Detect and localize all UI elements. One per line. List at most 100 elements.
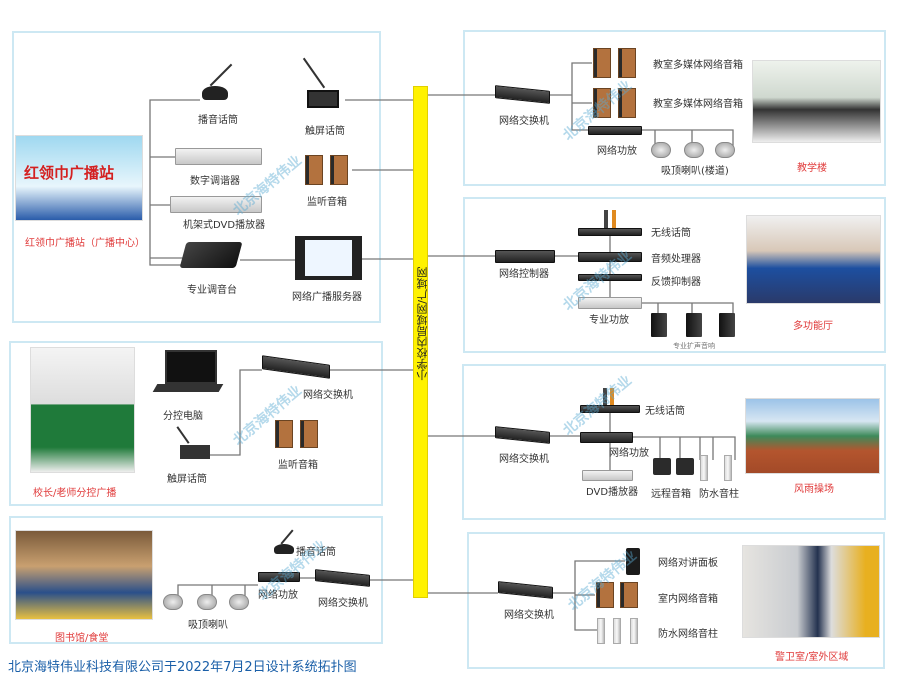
network-controller-icon bbox=[495, 250, 555, 263]
location-label: 校长/老师分控广播 bbox=[33, 488, 117, 499]
classroom-photo bbox=[752, 60, 881, 143]
ceiling-speaker-label: 吸顶喇叭(楼道) bbox=[661, 166, 729, 177]
audio-processor-label: 音频处理器 bbox=[651, 254, 701, 265]
touch-mic-icon bbox=[295, 55, 345, 110]
broadcast-mic-icon bbox=[272, 528, 298, 556]
wireless-mic-icon bbox=[580, 405, 640, 413]
photo-title: 红领巾广播站 bbox=[24, 164, 115, 182]
network-server-label: 网络广播服务器 bbox=[292, 292, 362, 303]
digital-tuner-icon bbox=[175, 148, 262, 165]
dvd-player-label: DVD播放器 bbox=[586, 487, 639, 498]
monitor-speaker-icon bbox=[305, 155, 323, 185]
ceiling-speaker-icon bbox=[651, 142, 671, 158]
pro-amp-icon bbox=[578, 297, 642, 309]
intercom-panel-icon bbox=[626, 548, 640, 575]
monitor-speaker-label: 监听音箱 bbox=[278, 460, 318, 471]
location-label: 红领巾广播站（广播中心） bbox=[25, 238, 145, 249]
classroom-speaker-icon bbox=[618, 88, 636, 118]
mixer-icon bbox=[179, 242, 243, 268]
monitor-speaker-icon bbox=[275, 420, 293, 448]
indoor-speaker-label: 室内网络音箱 bbox=[658, 594, 718, 605]
indoor-speaker-icon bbox=[596, 582, 614, 608]
pro-amp-label: 专业功放 bbox=[589, 315, 629, 326]
column-speaker-icon bbox=[724, 455, 732, 481]
network-amp-label: 网络功放 bbox=[597, 146, 637, 157]
horn-speaker-label: 远程音箱 bbox=[651, 489, 691, 500]
monitor-speaker-label: 监听音箱 bbox=[307, 197, 347, 208]
column-speaker-label: 防水音柱 bbox=[699, 489, 739, 500]
touch-mic-label: 触屏话筒 bbox=[305, 126, 345, 137]
monitor-speaker-icon bbox=[330, 155, 348, 185]
mic-handle-icon bbox=[604, 210, 608, 228]
column-speaker-icon bbox=[597, 618, 605, 644]
hall-photo bbox=[746, 215, 881, 304]
wireless-mic-icon bbox=[578, 228, 642, 236]
ceiling-speaker-icon bbox=[197, 594, 217, 610]
wireless-mic-label: 无线话筒 bbox=[651, 228, 691, 239]
network-controller-label: 网络控制器 bbox=[499, 269, 549, 280]
column-speaker-label: 防水网络音柱 bbox=[658, 629, 718, 640]
monitor-speaker-icon bbox=[300, 420, 318, 448]
audio-processor-icon bbox=[578, 252, 642, 262]
ceiling-speaker-icon bbox=[163, 594, 183, 610]
touch-mic-icon bbox=[170, 425, 215, 461]
pc-label: 分控电脑 bbox=[163, 411, 203, 422]
broadcast-station-photo: 红领巾广播站 bbox=[15, 135, 143, 221]
mic-handle-icon bbox=[610, 388, 614, 405]
location-label: 风雨操场 bbox=[794, 484, 834, 495]
location-label: 教学楼 bbox=[797, 163, 827, 174]
classroom-speaker-icon bbox=[593, 88, 611, 118]
laptop-icon bbox=[165, 350, 217, 384]
network-switch-label: 网络交换机 bbox=[318, 598, 368, 609]
feedback-suppressor-icon bbox=[578, 274, 642, 281]
gym-photo bbox=[745, 398, 880, 474]
mixer-label: 专业调音台 bbox=[187, 285, 237, 296]
broadcast-mic-icon bbox=[200, 60, 233, 106]
wireless-mic-label: 无线话筒 bbox=[645, 406, 685, 417]
ceiling-speaker-icon bbox=[684, 142, 704, 158]
network-amp-label: 网络功放 bbox=[258, 590, 298, 601]
principal-photo bbox=[30, 347, 135, 473]
touch-mic-label: 触屏话筒 bbox=[167, 474, 207, 485]
broadcast-mic-label: 播音话筒 bbox=[198, 115, 238, 126]
network-amp-icon bbox=[580, 432, 633, 443]
mic-handle-icon bbox=[612, 210, 616, 228]
location-label: 图书馆/食堂 bbox=[55, 633, 109, 644]
network-switch-label: 网络交换机 bbox=[504, 610, 554, 621]
pro-speaker-icon bbox=[651, 313, 667, 337]
location-label: 多功能厅 bbox=[793, 321, 833, 332]
network-amp-label: 网络功放 bbox=[609, 448, 649, 459]
dvd-player-icon bbox=[170, 196, 262, 213]
backbone-label: 小学校内局域网/广域网 bbox=[416, 267, 429, 381]
ceiling-speaker-label: 吸顶喇叭 bbox=[188, 620, 228, 631]
ceiling-speaker-icon bbox=[229, 594, 249, 610]
classroom-speaker-icon bbox=[593, 48, 611, 78]
diagram-caption: 北京海特伟业科技有限公司于2022年7月2日设计系统拓扑图 bbox=[8, 660, 357, 675]
network-amp-icon bbox=[588, 126, 642, 135]
pro-speaker-label: 专业扩声音响 bbox=[673, 342, 715, 350]
broadcast-mic-label: 播音话筒 bbox=[296, 547, 336, 558]
network-switch-label: 网络交换机 bbox=[303, 390, 353, 401]
lan-wan-backbone: 小学校内局域网/广域网 bbox=[413, 86, 429, 598]
library-photo bbox=[15, 530, 153, 620]
horn-speaker-icon bbox=[653, 458, 671, 475]
classroom-speaker-icon bbox=[618, 48, 636, 78]
dvd-player-label: 机架式DVD播放器 bbox=[183, 220, 266, 231]
feedback-suppressor-label: 反馈抑制器 bbox=[651, 277, 701, 288]
location-label: 警卫室/室外区域 bbox=[775, 652, 849, 663]
column-speaker-icon bbox=[700, 455, 708, 481]
column-speaker-icon bbox=[630, 618, 638, 644]
laptop-base-icon bbox=[152, 384, 224, 392]
ceiling-speaker-icon bbox=[715, 142, 735, 158]
network-switch-label: 网络交换机 bbox=[499, 116, 549, 127]
network-switch-label: 网络交换机 bbox=[499, 454, 549, 465]
pro-speaker-icon bbox=[719, 313, 735, 337]
column-speaker-icon bbox=[613, 618, 621, 644]
indoor-speaker-icon bbox=[620, 582, 638, 608]
horn-speaker-icon bbox=[676, 458, 694, 475]
dvd-player-icon bbox=[582, 470, 633, 481]
network-server-icon bbox=[295, 236, 362, 280]
classroom-speaker-label: 教室多媒体网络音箱 bbox=[653, 60, 743, 71]
classroom-speaker-label: 教室多媒体网络音箱 bbox=[653, 99, 743, 110]
guard-room-photo bbox=[742, 545, 880, 638]
